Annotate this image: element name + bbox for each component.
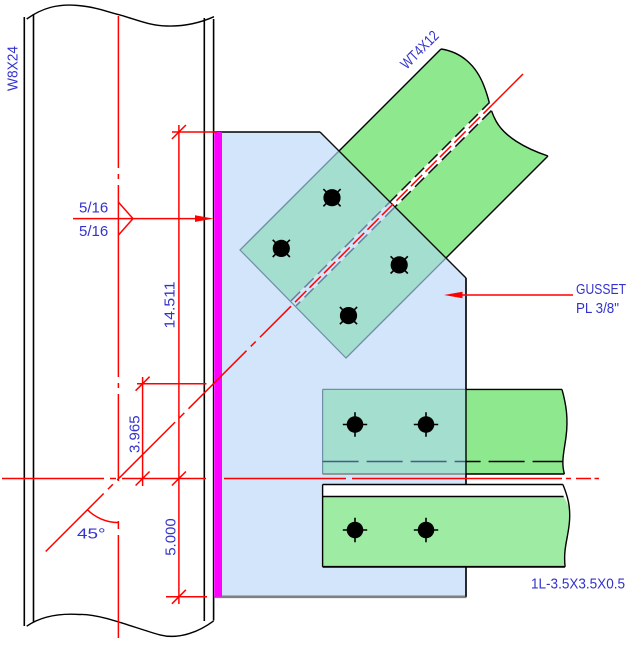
svg-text:W8X24: W8X24	[5, 46, 22, 91]
svg-text:5/16: 5/16	[79, 200, 108, 217]
svg-text:14.511: 14.511	[162, 282, 179, 329]
svg-text:3.965: 3.965	[127, 415, 144, 453]
svg-text:PL 3/8": PL 3/8"	[576, 300, 619, 317]
svg-text:GUSSET: GUSSET	[576, 281, 626, 298]
svg-text:5/16: 5/16	[79, 223, 108, 240]
svg-text:1L-3.5X3.5X0.5: 1L-3.5X3.5X0.5	[531, 576, 625, 593]
svg-text:45°: 45°	[77, 525, 106, 542]
svg-text:5.000: 5.000	[163, 518, 180, 556]
